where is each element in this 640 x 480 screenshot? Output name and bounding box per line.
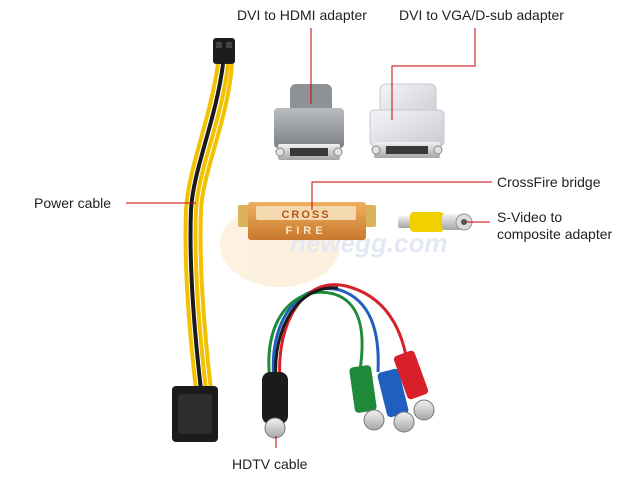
label-power-cable: Power cable — [34, 195, 112, 211]
leader-lines — [126, 28, 492, 448]
label-crossfire-bridge: CrossFire bridge — [497, 174, 601, 190]
label-dvi-hdmi-adapter: DVI to HDMI adapter — [237, 7, 367, 23]
bridge-text-cross: CROSS — [281, 209, 330, 221]
mini-din-plug — [262, 372, 288, 424]
hdtv-cable — [262, 283, 435, 439]
dvi-hdmi-adapter — [274, 84, 344, 160]
label-svideo-line1: S-Video to — [497, 209, 563, 225]
label-svideo-line2: composite adapter — [497, 226, 613, 242]
leader-dvi-vga — [391, 28, 476, 120]
label-dvi-vga-adapter: DVI to VGA/D-sub adapter — [399, 7, 564, 23]
crossfire-bridge: CROSS FIRE — [238, 202, 376, 240]
leader-crossfire — [311, 181, 492, 210]
power-cable — [172, 38, 235, 442]
svideo-composite-adapter — [398, 212, 473, 232]
label-hdtv-cable: HDTV cable — [232, 456, 308, 472]
bridge-text-fire: FIRE — [285, 225, 326, 237]
power-connector-top — [213, 38, 235, 64]
dvi-vga-adapter — [369, 83, 445, 158]
